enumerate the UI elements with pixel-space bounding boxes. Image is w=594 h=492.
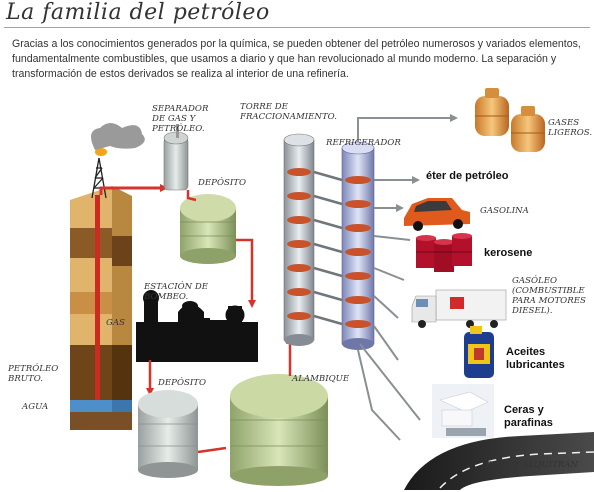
waxes-label: Ceras y parafinas xyxy=(504,404,553,429)
crude-oil-layer xyxy=(70,345,112,400)
intro-text: Gracias a los conocimientos generados po… xyxy=(12,38,581,81)
lubricants-label: Aceites lubricantes xyxy=(506,346,565,371)
derrick xyxy=(91,157,107,199)
rock-layer xyxy=(70,228,112,258)
oil-well-column xyxy=(70,186,132,430)
pipe xyxy=(186,190,197,202)
wax-paraffin-photo xyxy=(432,384,494,438)
tar-label: Brea y alquitrán xyxy=(486,460,578,470)
smoke-cloud xyxy=(91,123,145,150)
output-arrows xyxy=(396,176,420,212)
tower-label: Torre de fraccionamiento. xyxy=(240,102,337,122)
ether-label: éter de petróleo xyxy=(426,170,509,182)
pipe xyxy=(197,446,227,454)
rock-layer-side xyxy=(112,236,132,266)
oil-bottle-icon xyxy=(464,326,494,378)
water-label: Agua xyxy=(22,402,49,412)
refrigerator-label: Refrigerador xyxy=(326,138,401,148)
rock-layer xyxy=(70,292,112,314)
crude-oil-layer-side xyxy=(112,345,132,400)
page-title: La familia del petróleo xyxy=(6,0,270,25)
arrow-icon xyxy=(146,388,154,396)
deposit-tank-top xyxy=(180,194,236,264)
arrow-icon xyxy=(450,114,458,122)
gas-flame xyxy=(95,148,107,156)
arrow-icon xyxy=(160,184,168,192)
pumping-station-label: Estación de bombeo. xyxy=(144,282,209,302)
pipe xyxy=(236,238,254,300)
alembic-label: Alambique xyxy=(292,374,350,384)
diesel-label: Gasóleo (combustible para motores diesel… xyxy=(512,276,586,316)
deposit-bottom-label: Depósito xyxy=(158,378,207,388)
water-layer-side xyxy=(112,400,132,412)
deposit-tank-bottom xyxy=(138,390,198,478)
gases-label: Gases ligeros. xyxy=(548,118,593,138)
pumping-station xyxy=(136,290,258,362)
bedrock-layer xyxy=(70,412,132,430)
gas-label: Gas xyxy=(106,318,125,328)
truck-icon xyxy=(411,289,507,328)
separator-vessel xyxy=(163,124,189,191)
pipe xyxy=(357,117,452,142)
title-divider xyxy=(4,27,590,28)
alembic-tank xyxy=(230,374,328,486)
pipe xyxy=(99,186,160,195)
tower-trays xyxy=(287,168,371,328)
well-pipe xyxy=(95,195,100,400)
arrow-icon xyxy=(248,300,256,308)
crude-oil-label: Petróleo bruto. xyxy=(8,364,59,384)
deposit-top-label: Depósito xyxy=(198,178,247,188)
water-layer xyxy=(70,400,112,412)
car-icon xyxy=(404,198,470,231)
separator-label: Separador de gas y petróleo. xyxy=(152,104,209,134)
gas-cylinders-icon xyxy=(475,88,545,152)
refrigerator-column xyxy=(341,141,375,350)
kerosene-label: kerosene xyxy=(484,247,533,259)
asphalt-road xyxy=(404,432,594,490)
output-pipes xyxy=(357,179,421,441)
gasoline-label: Gasolina xyxy=(480,206,529,216)
barrels-icon xyxy=(416,233,472,272)
